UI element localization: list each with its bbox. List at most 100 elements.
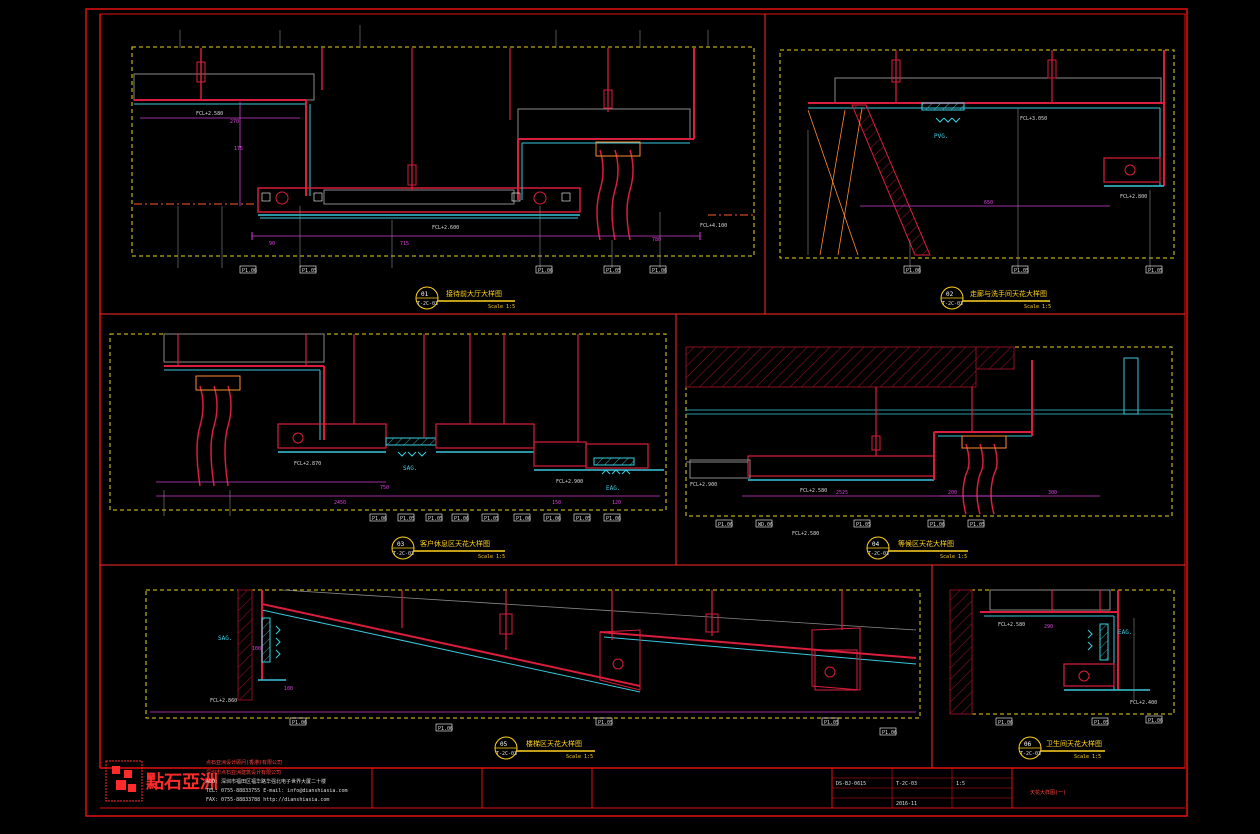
d05-number: 05 <box>500 741 508 748</box>
d03-vent2: EAG. <box>606 485 620 492</box>
d04-tag-4: P1.06 <box>930 522 945 528</box>
d01-fcl2: FCL+2.600 <box>432 225 459 231</box>
d05-ref: T-2C-03 <box>496 751 517 757</box>
d04-tag-5: P1.05 <box>970 522 985 528</box>
d06-tag-2: P1.05 <box>1094 720 1109 726</box>
d03-dim2: 2450 <box>334 500 346 506</box>
d04-dim2: 200 <box>948 490 957 496</box>
d01-title: 接待前大厅大样图 <box>446 289 502 298</box>
drawing-number: T-2C-03 <box>896 781 917 787</box>
company-line-4: TEL: 0755-88833755 E-mail: info@dianshia… <box>206 788 347 794</box>
d03-tag-7: P1.06 <box>546 516 561 522</box>
d01-tag-4: P1.05 <box>606 268 621 274</box>
d04-fcl2: FCL+2.580 <box>800 488 827 494</box>
d04-callout[interactable]: 04 T-2C-03 等候区天花大样图 Scale 1:5 <box>866 536 968 560</box>
d03-number: 03 <box>397 541 405 548</box>
d03-tag-6: P1.06 <box>516 516 531 522</box>
d01-dim4: 780 <box>652 237 661 243</box>
d03-fcl1: FCL+2.870 <box>294 461 321 467</box>
d05-tag-3: P1.05 <box>598 720 613 726</box>
company-line-5: FAX: 0755-88833788 http://dianshiasia.co… <box>206 797 329 803</box>
d06-dim1: 290 <box>1044 624 1053 630</box>
d05-tag-4: P1.05 <box>824 720 839 726</box>
d06-callout[interactable]: 06 T-2C-03 卫生间天花大样图 Scale 1:5 <box>1018 736 1105 760</box>
d05-callout[interactable]: 05 T-2C-03 楼梯区天花大样图 Scale 1:5 <box>494 736 595 760</box>
d03-title: 客户休息区天花大样图 <box>420 539 490 548</box>
d03-callout[interactable]: 03 T-2C-03 客户休息区天花大样图 Scale 1:5 <box>391 536 505 560</box>
d04-number: 04 <box>872 541 880 548</box>
d02-fcl2: FCL+2.800 <box>1120 194 1147 200</box>
company-line-2: 深圳市点石亚洲建筑设计有限公司 <box>206 769 281 776</box>
d05-vent: SAG. <box>218 635 232 642</box>
d04-title: 等候区天花大样图 <box>898 539 954 548</box>
drawing-date: 2016-11 <box>896 801 917 807</box>
d04-fcl3: FCL+2.580 <box>792 531 819 537</box>
d04-scale: Scale 1:5 <box>940 554 967 560</box>
d06-fcl1: FCL+2.580 <box>998 622 1025 628</box>
d05-dim1: 100 <box>252 646 261 652</box>
d03-tag-9: P1.06 <box>606 516 621 522</box>
d03-tag-8: P1.05 <box>576 516 591 522</box>
detail-05: SAG. 100 100 FCL+2.860 P1.06 P1.06 P1.05… <box>145 589 921 760</box>
detail-06: EAG. 290 FCL+2.580 FCL+2.400 P1.06 P1.05… <box>949 589 1175 760</box>
d05-title: 楼梯区天花大样图 <box>526 739 582 748</box>
d06-tag-1: P1.06 <box>998 720 1013 726</box>
d05-tag-1: P1.06 <box>292 720 307 726</box>
d01-scale: Scale 1:5 <box>488 304 515 310</box>
d01-tag-1: P1.06 <box>242 268 257 274</box>
outer-frame <box>85 8 1188 817</box>
d05-tag-5: P1.06 <box>882 730 897 736</box>
d01-tag-3: P1.06 <box>538 268 553 274</box>
project-number: DS-BJ-0615 <box>836 781 866 787</box>
d06-scale: Scale 1:5 <box>1074 754 1101 760</box>
d03-tag-2: P1.05 <box>400 516 415 522</box>
d01-dim1: 270 <box>230 119 239 125</box>
d02-tag-3: P1.05 <box>1148 268 1163 274</box>
d05-tag-2: P1.06 <box>438 726 453 732</box>
d03-tag-4: P1.06 <box>454 516 469 522</box>
company-line-1: 点石亚洲设计顾问(香港)有限公司 <box>206 759 282 766</box>
company-logo: 點石亞洲 <box>105 760 218 802</box>
d04-ref: T-2C-03 <box>868 551 889 557</box>
d02-tag-1: P1.06 <box>906 268 921 274</box>
d02-vent: PVG. <box>934 133 948 140</box>
d02-tags: P1.06 P1.05 P1.05 <box>903 265 1163 274</box>
d01-number: 01 <box>421 291 429 298</box>
logo-text: 點石亞洲 <box>145 772 218 793</box>
d02-dim1: 650 <box>984 200 993 206</box>
d01-callout[interactable]: 01 T-2C-03 接待前大厅大样图 Scale 1:5 <box>415 286 515 310</box>
d03-dim4: 120 <box>612 500 621 506</box>
d01-fcl3: FCL+4.100 <box>700 223 727 229</box>
d06-vent: EAG. <box>1118 629 1132 636</box>
d02-fcl1: FCL+3.050 <box>1020 116 1047 122</box>
d06-tag-3: P1.06 <box>1148 718 1163 724</box>
d06-title: 卫生间天花大样图 <box>1046 739 1102 748</box>
company-line-3: ADD: 深圳市福田区福华路华强北电子世界大厦二十楼 <box>206 778 326 785</box>
d03-dim1: 750 <box>380 485 389 491</box>
d05-tags: P1.06 P1.06 P1.05 P1.05 P1.06 <box>289 717 897 736</box>
d06-fcl2: FCL+2.400 <box>1130 700 1157 706</box>
d02-title: 走廊与洗手间天花大样图 <box>970 289 1047 298</box>
detail-03: SAG. EAG. 2450 750 150 120 FCL+2.870 FCL… <box>109 333 667 560</box>
d04-dim1: 2525 <box>836 490 848 496</box>
drawing-title: 天花大样图(一) <box>1030 789 1066 796</box>
d05-dim2: 100 <box>284 686 293 692</box>
d03-scale: Scale 1:5 <box>478 554 505 560</box>
d04-tag-1: P1.06 <box>718 522 733 528</box>
d01-dim2: 90 <box>269 241 275 247</box>
d02-scale: Scale 1:5 <box>1024 304 1051 310</box>
detail-04: 2525 200 300 FCL+2.900 FCL+2.580 FCL+2.5… <box>685 346 1173 560</box>
d04-fcl1: FCL+2.900 <box>690 482 717 488</box>
d04-tag-3: P1.05 <box>856 522 871 528</box>
d02-callout[interactable]: 02 T-2C-03 走廊与洗手间天花大样图 Scale 1:5 <box>940 286 1051 310</box>
title-block: 點石亞洲 点石亚洲设计顾问(香港)有限公司 深圳市点石亚洲建筑设计有限公司 AD… <box>100 759 1185 809</box>
d05-scale: Scale 1:5 <box>566 754 593 760</box>
company-info: 点石亚洲设计顾问(香港)有限公司 深圳市点石亚洲建筑设计有限公司 ADD: 深圳… <box>206 759 347 803</box>
d03-vent1: SAG. <box>403 465 417 472</box>
d03-fcl2: FCL+2.900 <box>556 479 583 485</box>
d01-tag-2: P1.05 <box>302 268 317 274</box>
detail-02: PVG. 650 FCL+3.050 FCL+2.800 P1.06 P1.05… <box>779 49 1175 310</box>
d01-ref: T-2C-03 <box>417 301 438 307</box>
